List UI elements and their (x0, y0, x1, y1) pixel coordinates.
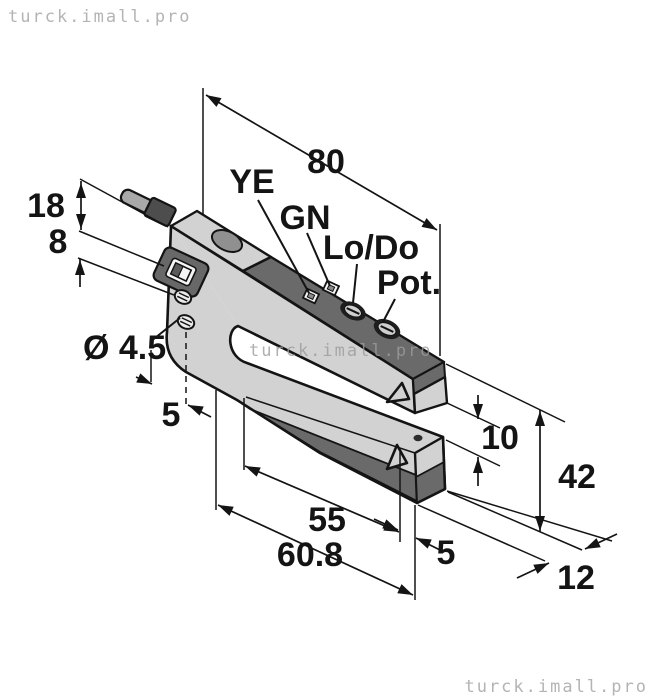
fiber-hole (210, 229, 244, 253)
beam-mark-upper-triangle (385, 381, 411, 404)
light-dark-switch-screw (340, 301, 366, 321)
label-leader-lines (149, 199, 396, 343)
clamp-block (152, 246, 210, 298)
dim-18: 18 (27, 187, 65, 225)
label-potentiometer: Pot. (377, 264, 441, 302)
dim-5-left: 5 (162, 396, 181, 434)
receiver-lens-dot (413, 434, 423, 442)
dim-60-8: 60.8 (277, 536, 343, 574)
dim-overall-depth: 12 (557, 559, 595, 597)
extension-lines (77, 88, 613, 600)
watermark-bottom-right: turck.imall.pro (464, 677, 648, 697)
yellow-led-indicator (301, 287, 321, 305)
dim-hole-diameter: Ø 4.5 (83, 329, 166, 367)
label-green-led: GN (280, 199, 331, 237)
mounting-hole-upper (173, 289, 193, 305)
dimension-values: 80 18 8 Ø 4.5 5 55 60.8 5 10 42 12 (27, 143, 596, 597)
dim-55: 55 (308, 501, 346, 539)
beam-mark-lower-triangle (385, 443, 409, 471)
dim-8: 8 (49, 223, 68, 261)
dim-slot-width: 10 (481, 419, 519, 457)
dim-overall-length: 80 (307, 143, 345, 181)
cable (119, 188, 177, 227)
dimension-lines (75, 94, 618, 596)
label-yellow-led: YE (229, 163, 274, 201)
label-light-dark-switch: Lo/Do (323, 229, 419, 267)
watermark-top-left: turck.imall.pro (8, 7, 192, 27)
sensor-lower-body (165, 224, 447, 505)
dim-5-right: 5 (437, 534, 456, 572)
watermark-center: turck.imall.pro (249, 341, 433, 361)
dim-overall-height: 42 (558, 458, 596, 496)
sensor-upper-body (152, 209, 449, 415)
control-labels: YE GN Lo/Do Pot. (229, 163, 441, 302)
green-led-indicator (321, 279, 341, 297)
potentiometer-screw (373, 318, 401, 340)
